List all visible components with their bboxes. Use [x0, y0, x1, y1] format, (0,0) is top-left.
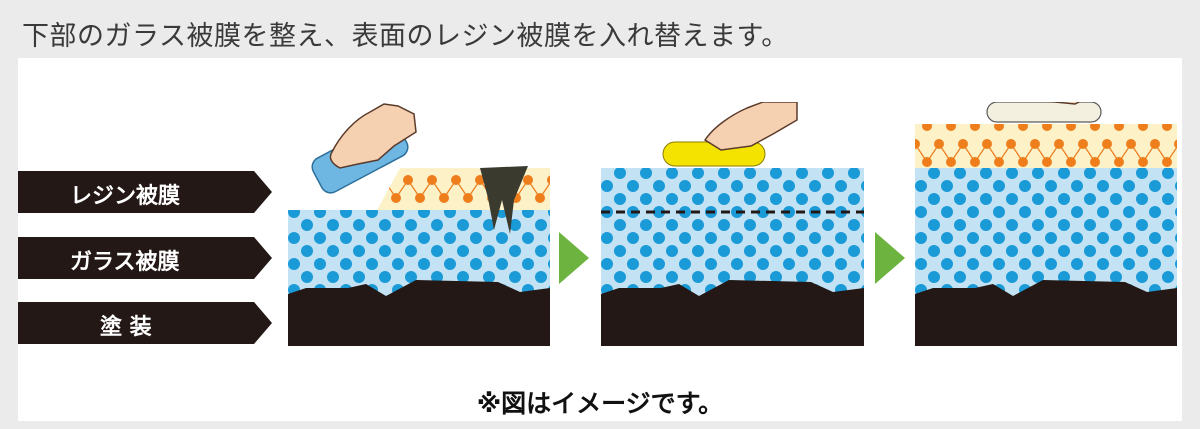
paint-layer [915, 280, 1177, 346]
arrow-next-2 [875, 232, 905, 284]
pad-white-icon [986, 102, 1102, 123]
paint-layer [288, 280, 550, 346]
hand-icon [329, 103, 417, 169]
label-glass-banner [18, 237, 272, 279]
scene-after [915, 102, 1177, 346]
hand-icon [703, 102, 798, 151]
scene-polish [601, 102, 864, 346]
scratch-mark [480, 166, 528, 234]
hand-icon [1047, 102, 1081, 105]
label-resin-banner [18, 171, 272, 213]
heading: 下部のガラス被膜を整え、表面のレジン被膜を入れ替えます。 [22, 21, 789, 52]
label-paint-banner [18, 302, 272, 344]
label-paint: 塗 装 [100, 315, 152, 340]
label-resin: レジン被膜 [70, 184, 181, 209]
resin-layer [915, 124, 1177, 168]
note-image-disclaimer: ※図はイメージです。 [476, 389, 724, 418]
label-glass: ガラス被膜 [70, 250, 180, 275]
scene-before [288, 102, 550, 346]
arrow-next-1 [559, 232, 589, 284]
paint-layer [601, 280, 864, 346]
